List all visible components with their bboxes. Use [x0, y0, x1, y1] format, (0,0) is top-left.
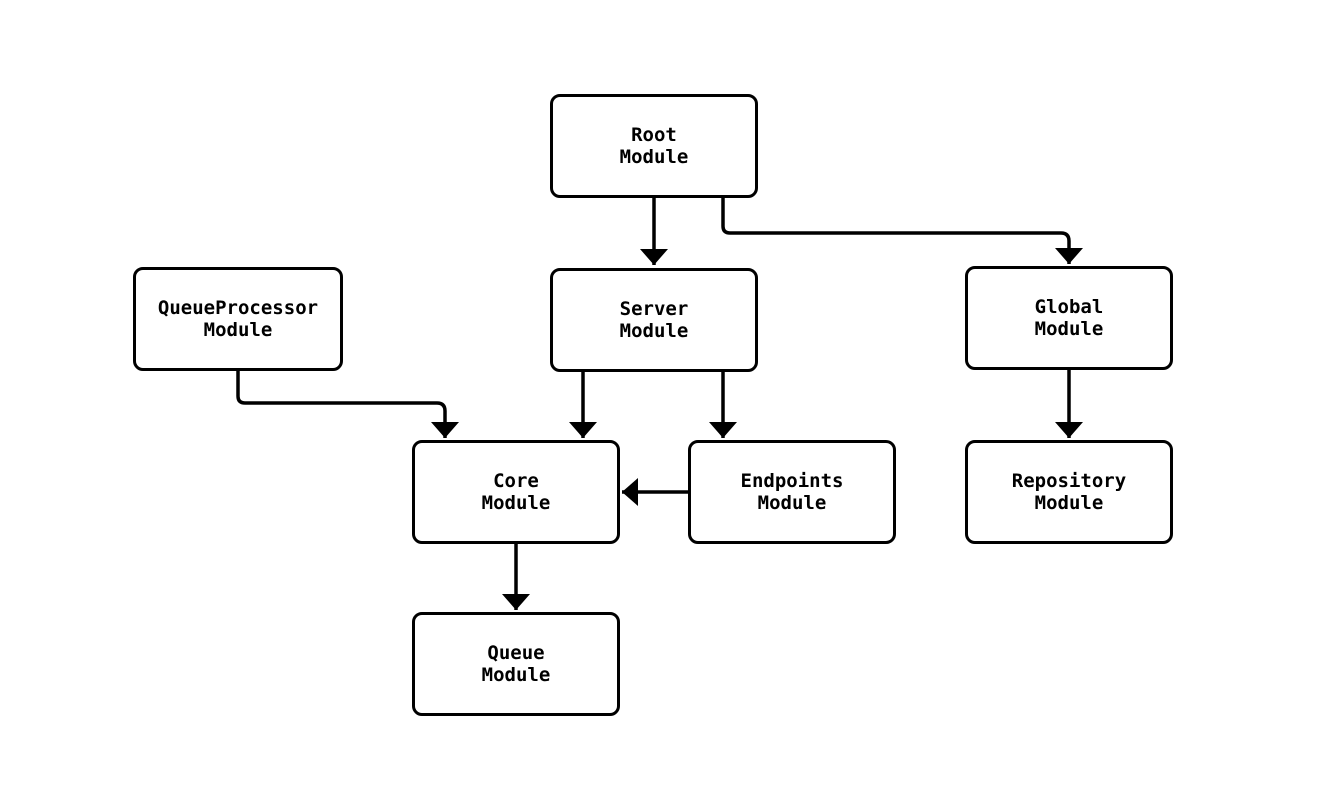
node-core-module: Core Module	[412, 440, 620, 544]
node-global-module-label: Global Module	[1034, 296, 1104, 340]
node-core-module-label: Core Module	[481, 470, 551, 514]
node-endpoints-module-label: Endpoints Module	[740, 470, 844, 514]
node-server-module-label: Server Module	[619, 298, 689, 342]
node-queueprocessor-module-label: QueueProcessor Module	[157, 297, 319, 341]
node-queueprocessor-module: QueueProcessor Module	[133, 267, 343, 371]
node-queue-module-label: Queue Module	[481, 642, 551, 686]
node-queue-module: Queue Module	[412, 612, 620, 716]
node-root-module-label: Root Module	[619, 124, 689, 168]
node-root-module: Root Module	[550, 94, 758, 198]
node-endpoints-module: Endpoints Module	[688, 440, 896, 544]
node-repository-module: Repository Module	[965, 440, 1173, 544]
node-server-module: Server Module	[550, 268, 758, 372]
node-repository-module-label: Repository Module	[1011, 470, 1127, 514]
edge-root-to-global	[721, 198, 1083, 264]
node-global-module: Global Module	[965, 266, 1173, 370]
edge-queueprocessor-to-core	[236, 370, 459, 438]
